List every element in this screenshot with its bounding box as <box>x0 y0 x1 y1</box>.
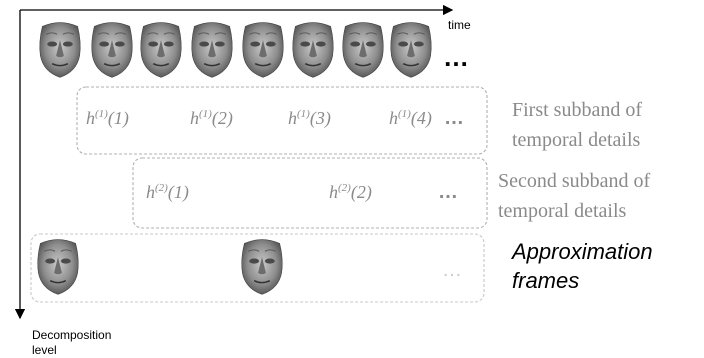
second-subband-term-base: h <box>146 182 155 202</box>
first-subband-term-base: h <box>190 108 199 128</box>
face-mesh-icon <box>291 21 335 79</box>
second-subband-terms: h(2)(1)h(2)(2) <box>146 182 372 203</box>
approximation-box <box>30 233 485 303</box>
second-subband-label-line1: Second subband of <box>498 170 651 192</box>
time-label: time <box>448 18 471 32</box>
second-subband-ellipsis: … <box>438 181 458 203</box>
second-subband-term-base: h <box>329 182 338 202</box>
face-mesh-icon <box>38 21 82 79</box>
first-subband-box <box>76 86 488 155</box>
first-subband-term-index: (1) <box>108 108 129 129</box>
input-ellipsis: … <box>443 42 469 72</box>
approximation-label-line2: frames <box>512 268 579 293</box>
first-subband-terms: h(1)(1)h(1)(2)h(1)(3)h(1)(4) <box>86 108 432 129</box>
first-subband-term-superscript: (1) <box>297 108 310 120</box>
second-subband-term-index: (2) <box>351 182 372 203</box>
first-subband-label-line1: First subband of <box>512 99 642 121</box>
first-subband-term: h(1)(4) <box>389 108 432 129</box>
first-subband-term-index: (4) <box>411 108 432 129</box>
first-subband-term-superscript: (1) <box>199 108 212 120</box>
first-subband-term-superscript: (1) <box>398 108 411 120</box>
first-subband-ellipsis: … <box>444 107 464 129</box>
second-subband-box <box>132 157 488 229</box>
second-subband-term: h(2)(1) <box>146 182 189 203</box>
first-subband-term: h(1)(1) <box>86 108 129 129</box>
input-frame-sequence <box>38 21 433 79</box>
first-subband-label-line2: temporal details <box>512 129 641 151</box>
second-subband-term-superscript: (2) <box>155 182 168 194</box>
face-mesh-icon <box>190 21 234 79</box>
first-subband-term-base: h <box>86 108 95 128</box>
second-subband-term-index: (1) <box>168 182 189 203</box>
first-subband-term: h(1)(3) <box>288 108 331 129</box>
first-subband-term-superscript: (1) <box>95 108 108 120</box>
first-subband-term: h(1)(2) <box>190 108 233 129</box>
face-mesh-icon <box>90 21 134 79</box>
face-mesh-icon <box>389 21 433 79</box>
first-subband-term-index: (2) <box>212 108 233 129</box>
first-subband-term-base: h <box>389 108 398 128</box>
approximation-frames <box>36 238 284 296</box>
face-mesh-icon <box>139 21 183 79</box>
second-subband-term-superscript: (2) <box>338 182 351 194</box>
decomposition-label-line2: level <box>32 343 57 357</box>
decomposition-label-line1: Decomposition <box>32 328 111 342</box>
approximation-ellipsis: … <box>442 259 462 281</box>
first-subband-term-index: (3) <box>310 108 331 129</box>
second-subband-term: h(2)(2) <box>329 182 372 203</box>
face-mesh-icon <box>241 21 285 79</box>
second-subband-label-line2: temporal details <box>498 200 627 222</box>
face-mesh-icon <box>240 238 284 296</box>
face-mesh-icon <box>341 21 385 79</box>
approximation-label-line1: Approximation <box>510 239 653 264</box>
first-subband-term-base: h <box>288 108 297 128</box>
face-mesh-icon <box>36 238 80 296</box>
